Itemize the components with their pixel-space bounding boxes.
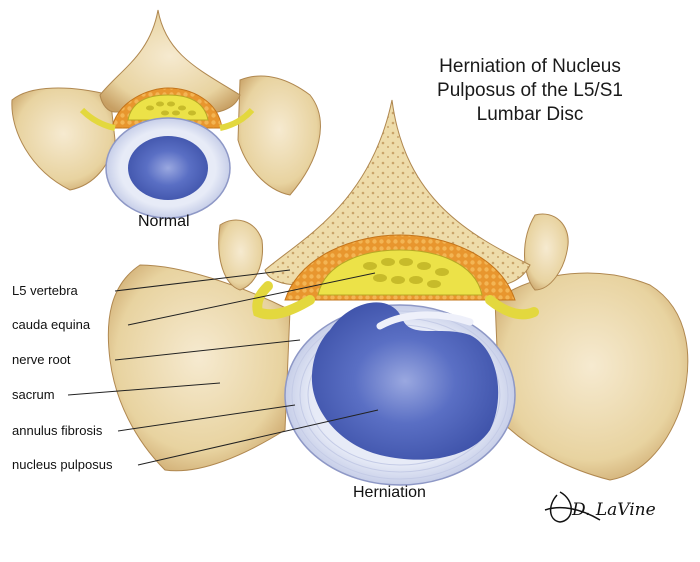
herniation-vertebra <box>107 99 689 486</box>
leader-lines <box>67 269 379 466</box>
title-line-2: Pulposus of the L5/S1 <box>437 80 623 101</box>
herniation-caption: Herniation <box>353 484 426 501</box>
leader-nerve-root <box>114 339 301 361</box>
nerve-root-right <box>485 295 539 320</box>
right-articular-process <box>524 213 569 291</box>
sacrum-right-wing <box>494 272 689 481</box>
sacrum-left-wing <box>107 264 291 472</box>
leader-l5-vertebra <box>114 269 291 292</box>
normal-nerve-root-left <box>79 107 116 131</box>
nucleus-pulposus <box>311 302 499 460</box>
normal-caption: Normal <box>138 213 190 230</box>
herniation-fissure <box>376 311 474 330</box>
title-line-1: Herniation of Nucleus <box>439 56 621 77</box>
label-nucleus-pulposus: nucleus pulposus <box>12 457 113 472</box>
leader-sacrum <box>67 382 221 396</box>
leader-nucleus-pulposus <box>137 409 379 466</box>
normal-right-wing <box>237 75 321 196</box>
nerve-root-left <box>252 281 315 320</box>
normal-spinous-process <box>99 9 241 114</box>
label-l5-vertebra: L5 vertebra <box>12 283 78 298</box>
title-line-3: Lumbar Disc <box>476 104 584 125</box>
label-cauda-equina: cauda equina <box>12 317 91 332</box>
cauda-equina-strands <box>363 258 449 288</box>
normal-vertebra <box>11 9 321 219</box>
normal-cauda-equina-strands <box>146 101 196 116</box>
leader-annulus-fibrosis <box>117 404 296 432</box>
left-articular-process <box>218 219 264 291</box>
herniation-dural-sac <box>317 249 483 296</box>
label-nerve-root: nerve root <box>12 352 71 367</box>
leader-cauda-equina <box>127 272 376 326</box>
normal-nucleus <box>128 136 208 200</box>
label-annulus-fibrosis: annulus fibrosis <box>12 423 103 438</box>
normal-left-wing <box>11 87 116 191</box>
artist-signature-mark <box>544 491 601 523</box>
artist-signature: D. LaVine <box>572 500 656 520</box>
normal-dural-sac <box>127 94 209 121</box>
label-sacrum: sacrum <box>12 387 55 402</box>
normal-nerve-root-right <box>219 107 255 131</box>
